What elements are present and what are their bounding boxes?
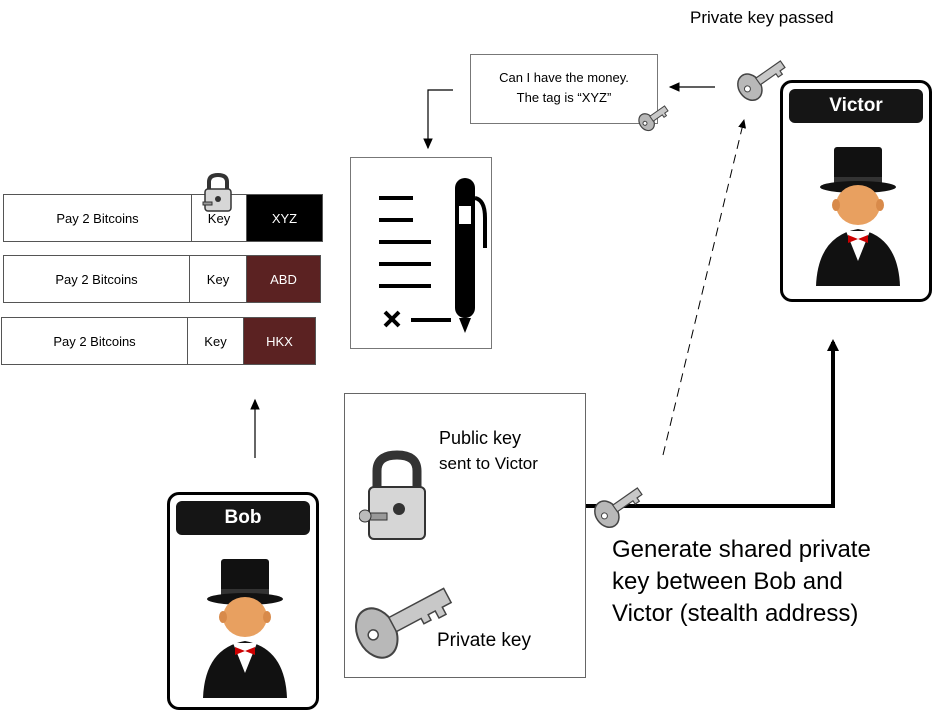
key-icon [737, 60, 786, 102]
key-icon [638, 105, 669, 132]
key-cell: Key [188, 318, 244, 364]
top-hat-person-icon [816, 147, 900, 286]
note-line-2: The tag is “XYZ” [516, 90, 612, 105]
bob-name: Bob [176, 501, 310, 535]
note-line-1: Can I have the money. [499, 70, 629, 85]
private-key-label: Private key [437, 630, 531, 651]
payment-row: Pay 2 Bitcoins Key XYZ [3, 194, 323, 242]
key-cell: Key [192, 195, 247, 241]
payment-row: Pay 2 Bitcoins Key HKX [1, 317, 316, 365]
generate-shared-key-line-1: Generate shared private [612, 536, 871, 563]
bob-keys-box: Public key sent to Victor Private key [344, 393, 586, 678]
payment-label: Pay 2 Bitcoins [2, 318, 188, 364]
arrow-note-to-document [423, 89, 453, 150]
victor-name: Victor [789, 89, 923, 123]
bob-card: Bob [167, 492, 319, 710]
top-hat-person-icon [203, 559, 287, 698]
victor-card: Victor [780, 80, 932, 302]
padlock-icon [359, 450, 426, 540]
tag-cell: ABD [247, 256, 320, 302]
public-key-label: Public key [439, 428, 522, 448]
payment-label: Pay 2 Bitcoins [4, 195, 192, 241]
private-key-passed-label: Private key passed [690, 8, 834, 27]
dashed-key-path [662, 119, 747, 456]
padlock-icon [202, 172, 232, 212]
money-request-note: Can I have the money. The tag is “XYZ” [470, 54, 658, 124]
generate-shared-key-line-2: key between Bob and [612, 568, 843, 595]
tag-cell: HKX [244, 318, 315, 364]
payment-label: Pay 2 Bitcoins [4, 256, 190, 302]
key-icon [354, 587, 453, 659]
generate-shared-key-line-3: Victor (stealth address) [612, 600, 859, 627]
tag-cell: XYZ [247, 195, 322, 241]
signed-document [350, 157, 492, 349]
public-key-sent-label: sent to Victor [439, 454, 538, 473]
payment-row: Pay 2 Bitcoins Key ABD [3, 255, 321, 303]
key-icon [594, 487, 643, 529]
document-sign-icon [379, 178, 487, 333]
key-cell: Key [190, 256, 247, 302]
